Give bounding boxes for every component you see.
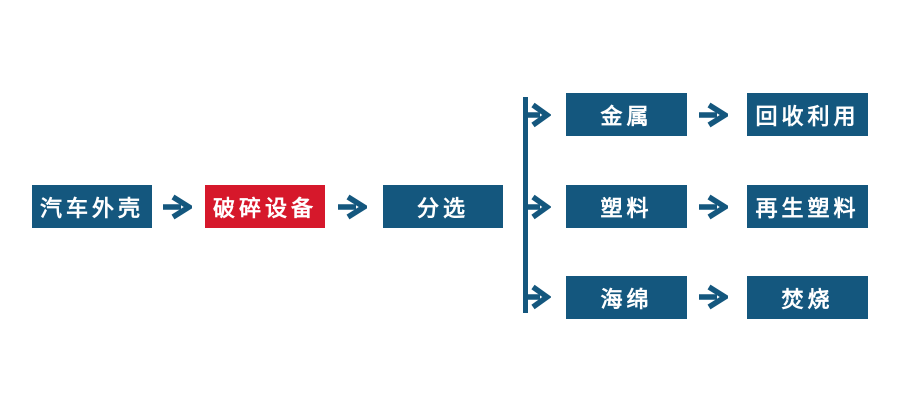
node-sorting: 分选 — [383, 185, 503, 228]
node-metal: 金属 — [566, 93, 687, 136]
node-recycling: 回收利用 — [747, 93, 868, 136]
arrow-right-icon — [163, 194, 192, 220]
arrow-right-icon — [699, 194, 728, 220]
arrow-right-icon — [526, 284, 551, 310]
node-plastic: 塑料 — [566, 185, 687, 228]
arrow-right-icon — [526, 102, 551, 128]
node-crushing-equipment: 破碎设备 — [205, 185, 325, 228]
node-car-shell: 汽车外壳 — [32, 185, 152, 228]
arrow-right-icon — [699, 284, 728, 310]
branch-connector-line — [523, 97, 528, 313]
arrow-right-icon — [699, 102, 728, 128]
arrow-right-icon — [526, 194, 551, 220]
arrow-right-icon — [338, 194, 367, 220]
node-incineration: 焚烧 — [747, 276, 868, 319]
node-recycled-plastic: 再生塑料 — [747, 185, 868, 228]
node-sponge: 海绵 — [566, 276, 687, 319]
